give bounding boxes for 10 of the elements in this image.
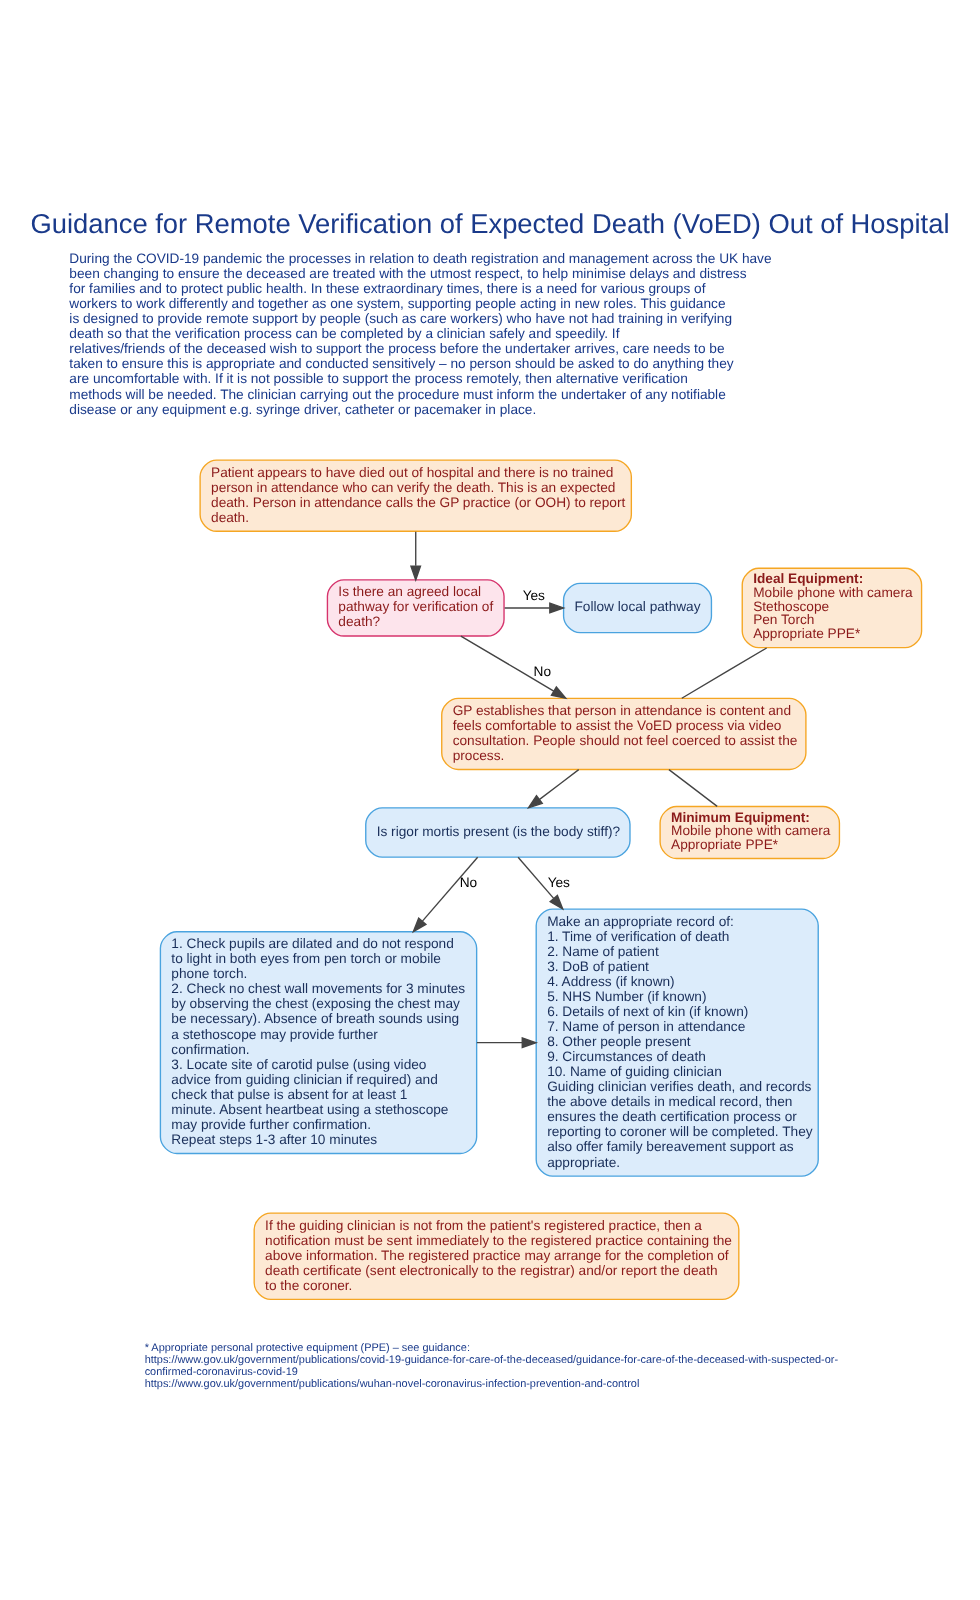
- arrow: [503, 601, 566, 613]
- arrow: [517, 855, 565, 910]
- arrow: [409, 530, 422, 581]
- connector: [668, 767, 718, 807]
- arrow: [411, 855, 479, 933]
- diagram-title: Guidance for Remote Verification of Expected Death (VoED) Out of Hospital: [30, 207, 950, 238]
- connector: [681, 646, 768, 698]
- arrow: [476, 1035, 538, 1048]
- arrow: [526, 767, 580, 809]
- arrow: [460, 634, 568, 699]
